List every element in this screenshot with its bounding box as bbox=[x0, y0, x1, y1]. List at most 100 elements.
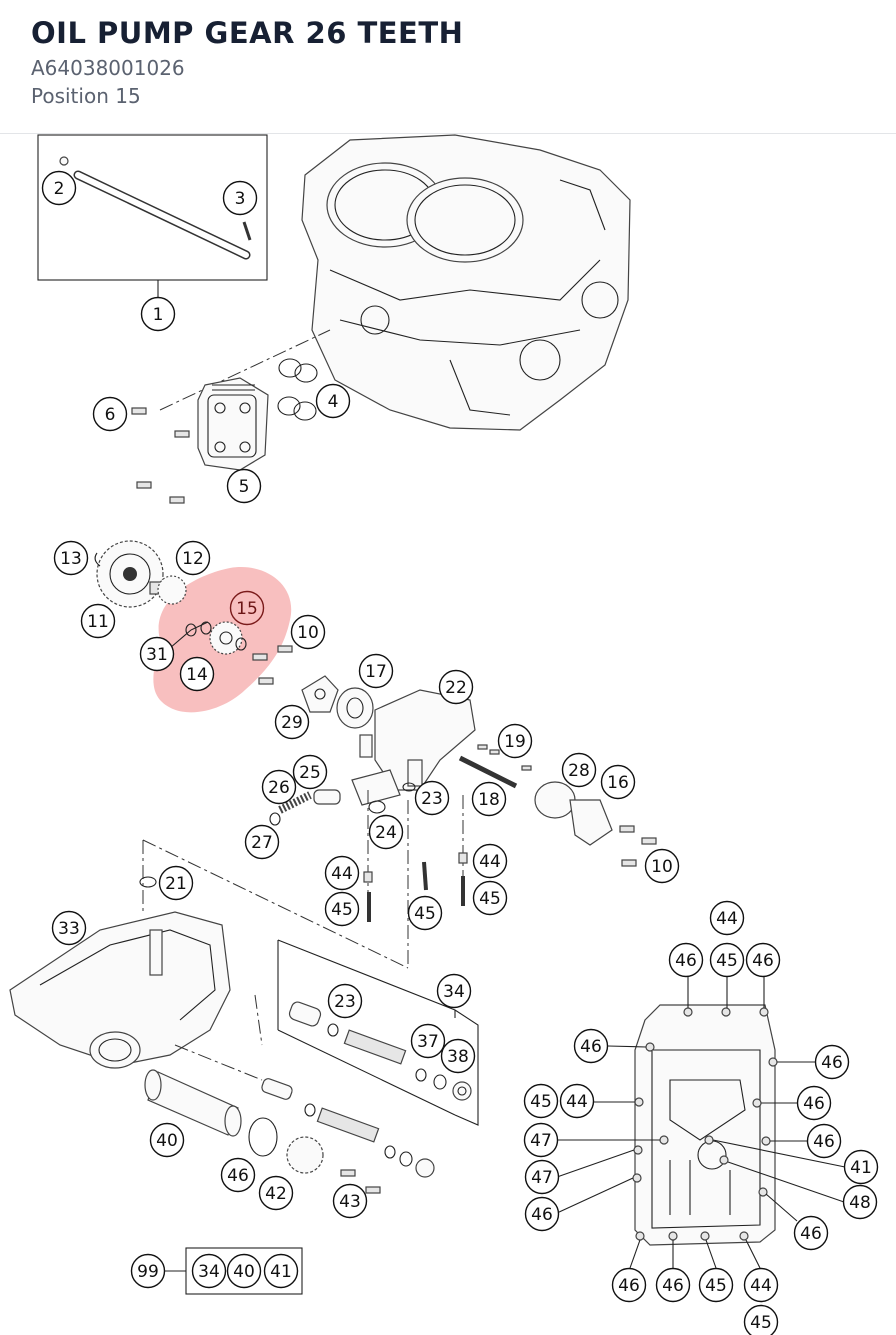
callout-14[interactable]: 14 bbox=[179, 656, 215, 692]
callout-label: 45 bbox=[716, 951, 738, 971]
callout-label: 45 bbox=[479, 889, 501, 909]
oil-cooler bbox=[197, 377, 269, 471]
callout-6[interactable]: 6 bbox=[92, 396, 128, 432]
callout-45[interactable]: 45 bbox=[523, 1083, 559, 1119]
callout-44[interactable]: 44 bbox=[743, 1267, 779, 1303]
callout-11[interactable]: 11 bbox=[80, 603, 116, 639]
callout-5[interactable]: 5 bbox=[226, 468, 262, 504]
callout-label: 16 bbox=[607, 773, 629, 793]
callout-44[interactable]: 44 bbox=[324, 855, 360, 891]
callout-44[interactable]: 44 bbox=[709, 900, 745, 936]
callout-24[interactable]: 24 bbox=[368, 814, 404, 850]
callout-46[interactable]: 46 bbox=[573, 1028, 609, 1064]
callout-label: 10 bbox=[297, 623, 319, 643]
callout-12[interactable]: 12 bbox=[175, 540, 211, 576]
callout-41[interactable]: 41 bbox=[263, 1253, 299, 1289]
callout-45[interactable]: 45 bbox=[407, 895, 443, 931]
callout-2[interactable]: 2 bbox=[41, 170, 77, 206]
callout-23[interactable]: 23 bbox=[414, 780, 450, 816]
callout-21[interactable]: 21 bbox=[158, 865, 194, 901]
callout-circle bbox=[709, 942, 745, 978]
callout-34[interactable]: 34 bbox=[436, 973, 472, 1009]
callout-4[interactable]: 4 bbox=[315, 383, 351, 419]
callout-29[interactable]: 29 bbox=[274, 704, 310, 740]
callout-10[interactable]: 10 bbox=[290, 614, 326, 650]
callout-3[interactable]: 3 bbox=[222, 180, 258, 216]
callout-label: 41 bbox=[270, 1262, 292, 1282]
callout-28[interactable]: 28 bbox=[561, 752, 597, 788]
callout-18[interactable]: 18 bbox=[471, 781, 507, 817]
callout-44[interactable]: 44 bbox=[559, 1083, 595, 1119]
callout-circle bbox=[80, 603, 116, 639]
callout-label: 38 bbox=[447, 1047, 469, 1067]
callout-44[interactable]: 44 bbox=[472, 843, 508, 879]
callout-circle bbox=[149, 1122, 185, 1158]
callout-46[interactable]: 46 bbox=[655, 1267, 691, 1303]
callout-23[interactable]: 23 bbox=[327, 983, 363, 1019]
callout-circle bbox=[698, 1267, 734, 1303]
callout-46[interactable]: 46 bbox=[814, 1044, 850, 1080]
callout-label: 46 bbox=[813, 1132, 835, 1152]
callout-circle bbox=[523, 1122, 559, 1158]
callout-10[interactable]: 10 bbox=[644, 848, 680, 884]
callout-38[interactable]: 38 bbox=[440, 1038, 476, 1074]
bolts-upper bbox=[131, 407, 190, 504]
callout-label: 21 bbox=[165, 874, 187, 894]
callout-99[interactable]: 99 bbox=[130, 1253, 166, 1289]
callout-34[interactable]: 34 bbox=[191, 1253, 227, 1289]
callout-15[interactable]: 15 bbox=[229, 590, 265, 626]
callout-label: 46 bbox=[662, 1276, 684, 1296]
part-number: A64038001026 bbox=[31, 56, 185, 80]
callout-circle bbox=[497, 723, 533, 759]
callout-circle bbox=[332, 1183, 368, 1219]
callout-circle bbox=[842, 1184, 878, 1220]
callout-48[interactable]: 48 bbox=[842, 1184, 878, 1220]
callout-42[interactable]: 42 bbox=[258, 1175, 294, 1211]
callout-label: 22 bbox=[445, 678, 467, 698]
callout-40[interactable]: 40 bbox=[149, 1122, 185, 1158]
callout-46[interactable]: 46 bbox=[745, 942, 781, 978]
callout-45[interactable]: 45 bbox=[324, 891, 360, 927]
callout-19[interactable]: 19 bbox=[497, 723, 533, 759]
callout-circle bbox=[290, 614, 326, 650]
callout-46[interactable]: 46 bbox=[524, 1196, 560, 1232]
callout-26[interactable]: 26 bbox=[261, 769, 297, 805]
callout-31[interactable]: 31 bbox=[139, 636, 175, 672]
callout-45[interactable]: 45 bbox=[743, 1304, 779, 1335]
callout-46[interactable]: 46 bbox=[220, 1157, 256, 1193]
callout-46[interactable]: 46 bbox=[793, 1215, 829, 1251]
callout-41[interactable]: 41 bbox=[843, 1149, 879, 1185]
callout-label: 40 bbox=[156, 1131, 178, 1151]
engine-crankcase-drawing bbox=[301, 134, 631, 431]
callout-45[interactable]: 45 bbox=[472, 880, 508, 916]
callout-25[interactable]: 25 bbox=[292, 754, 328, 790]
callout-label: 18 bbox=[478, 790, 500, 810]
callout-33[interactable]: 33 bbox=[51, 910, 87, 946]
callout-22[interactable]: 22 bbox=[438, 669, 474, 705]
callout-label: 5 bbox=[239, 477, 250, 497]
callout-47[interactable]: 47 bbox=[524, 1159, 560, 1195]
callout-circle bbox=[796, 1085, 832, 1121]
callout-17[interactable]: 17 bbox=[358, 653, 394, 689]
callout-label: 46 bbox=[531, 1205, 553, 1225]
callout-circle bbox=[327, 983, 363, 1019]
callout-16[interactable]: 16 bbox=[600, 764, 636, 800]
callout-45[interactable]: 45 bbox=[709, 942, 745, 978]
callout-circle bbox=[793, 1215, 829, 1251]
callout-45[interactable]: 45 bbox=[698, 1267, 734, 1303]
callout-46[interactable]: 46 bbox=[668, 942, 704, 978]
callout-40[interactable]: 40 bbox=[226, 1253, 262, 1289]
callout-circle bbox=[226, 1253, 262, 1289]
callout-1[interactable]: 1 bbox=[140, 296, 176, 332]
callout-43[interactable]: 43 bbox=[332, 1183, 368, 1219]
callout-circle bbox=[743, 1304, 779, 1335]
callout-47[interactable]: 47 bbox=[523, 1122, 559, 1158]
callout-46[interactable]: 46 bbox=[796, 1085, 832, 1121]
callout-37[interactable]: 37 bbox=[410, 1023, 446, 1059]
callout-27[interactable]: 27 bbox=[244, 824, 280, 860]
callout-46[interactable]: 46 bbox=[611, 1267, 647, 1303]
callout-circle bbox=[139, 636, 175, 672]
callout-46[interactable]: 46 bbox=[806, 1123, 842, 1159]
callout-circle bbox=[743, 1267, 779, 1303]
callout-13[interactable]: 13 bbox=[53, 540, 89, 576]
